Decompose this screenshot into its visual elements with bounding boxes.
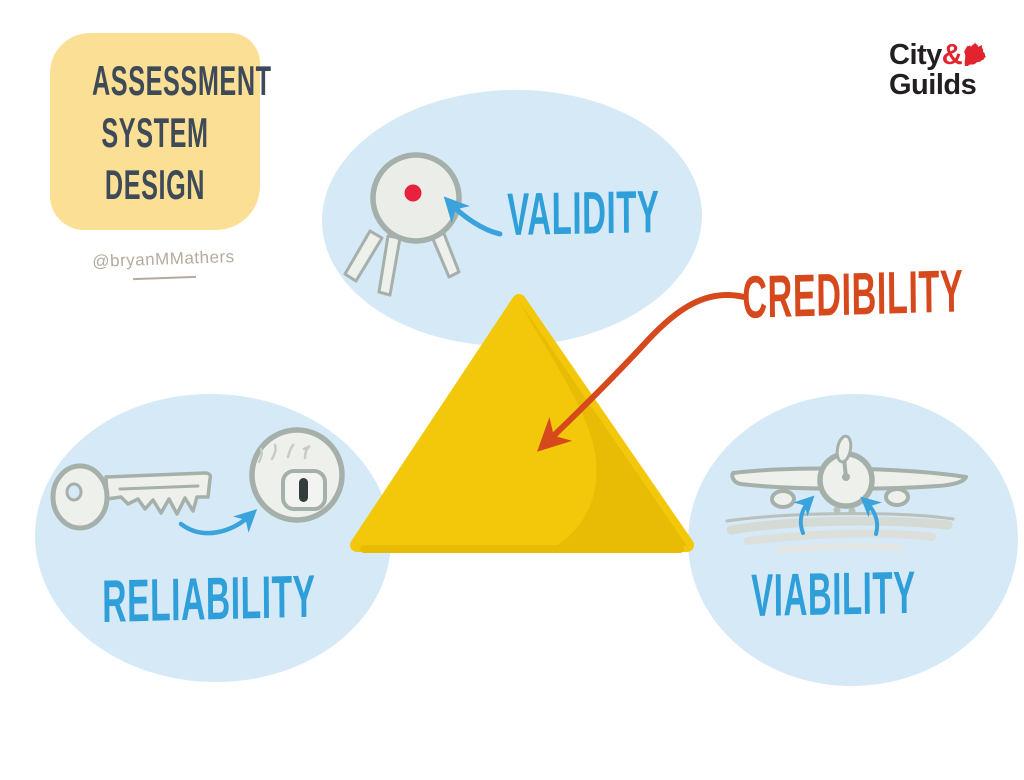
airplane-takeoff-icon	[725, 434, 968, 553]
triangle	[350, 294, 694, 553]
viability-label: VIABILITY	[751, 558, 916, 629]
logo-word-city: City	[889, 39, 942, 71]
target-bullseye-dot	[404, 184, 422, 202]
lion-rampant-icon	[964, 42, 987, 66]
reliability-arrow	[178, 509, 258, 536]
title-line: ASSESSMENT	[92, 57, 272, 104]
triangle-shade	[519, 301, 687, 546]
target-tripod-icon	[343, 152, 462, 297]
credibility-arrow	[537, 292, 747, 452]
reliability-label: RELIABILITY	[102, 562, 316, 635]
title-line: DESIGN	[104, 161, 206, 208]
validity-label: VALIDITY	[507, 178, 660, 248]
title-line: SYSTEM	[101, 109, 209, 156]
lift-arrow-left	[793, 495, 815, 535]
logo-line-1: City&	[889, 39, 987, 71]
viability-bubble	[688, 393, 1018, 687]
page-title: ASSESSMENT SYSTEM DESIGN	[92, 55, 272, 211]
logo-ampersand: &	[941, 39, 963, 71]
credibility-label: CREDIBILITY	[742, 257, 964, 331]
logo-word-guilds: Guilds	[889, 69, 977, 101]
key-lock-icon	[50, 427, 345, 531]
title-card: ASSESSMENT SYSTEM DESIGN	[50, 33, 272, 230]
reliability-bubble	[35, 393, 391, 683]
lift-arrow-right	[860, 496, 882, 536]
validity-arrow	[443, 196, 503, 237]
city-and-guilds-logo: City& Guilds	[889, 39, 987, 101]
keyhole	[299, 478, 308, 502]
